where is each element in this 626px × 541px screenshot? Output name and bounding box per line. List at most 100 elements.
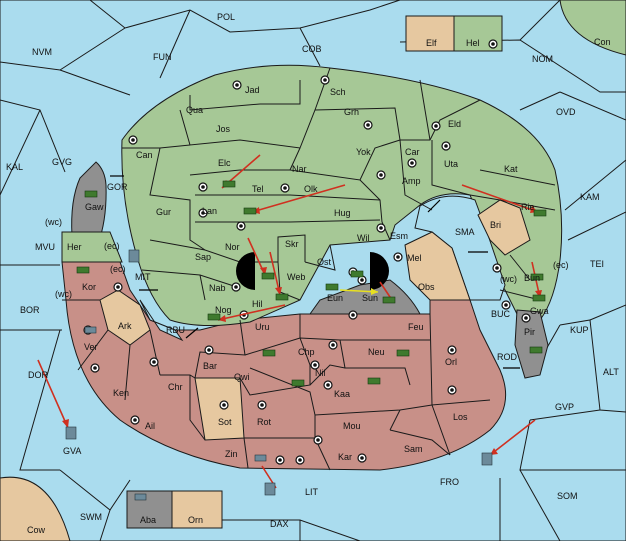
army-unit — [382, 296, 396, 304]
label-som: SOM — [557, 491, 578, 501]
sc-sot — [219, 400, 229, 410]
label-bar: Bar — [203, 361, 217, 371]
label-bun: Bun — [524, 273, 540, 283]
label-eld: Eld — [448, 119, 461, 129]
label-wil: Wil — [357, 233, 370, 243]
army-unit — [275, 293, 289, 301]
sc-amp — [407, 158, 417, 168]
sc-uta — [441, 141, 451, 151]
label-los: Los — [453, 412, 468, 422]
fleet-unit — [128, 249, 140, 263]
label-kaa: Kaa — [334, 389, 350, 399]
label-car: Car — [405, 147, 420, 157]
label-kup: KUP — [570, 325, 589, 335]
label-ken: Ken — [113, 388, 129, 398]
label-sch: Sch — [330, 87, 346, 97]
sc-can — [128, 135, 138, 145]
sc-mel — [393, 252, 403, 262]
label-gaw: Gaw — [85, 202, 104, 212]
channel-rbu — [185, 327, 199, 339]
label-ost: Ost — [317, 257, 332, 267]
label-rie: Rie — [521, 202, 535, 212]
label-ovd: OVD — [556, 107, 576, 117]
label-sam: Sam — [404, 444, 423, 454]
label-buc: BUC — [491, 309, 511, 319]
label-rot: Rot — [257, 417, 272, 427]
sc-feu — [348, 310, 358, 320]
label-tei: TEI — [590, 259, 604, 269]
label-con: Con — [594, 37, 611, 47]
sc-gwa — [501, 300, 511, 310]
label-jad: Jad — [245, 85, 260, 95]
label-cob: COB — [302, 44, 322, 54]
label-nom: NOM — [532, 54, 553, 64]
label-grh: Grh — [344, 107, 359, 117]
label-sun: Sun — [362, 293, 378, 303]
sc-chr — [149, 357, 159, 367]
fleet-unit — [84, 326, 97, 334]
label-obs: Obs — [418, 282, 435, 292]
province-pir[interactable] — [514, 309, 549, 379]
label-zin: Zin — [225, 449, 238, 459]
sc-nor — [236, 221, 246, 231]
label-coast-ec: (ec) — [110, 264, 126, 274]
sc-kaa — [323, 380, 333, 390]
green-region — [121, 64, 563, 327]
label-sap: Sap — [195, 252, 211, 262]
label-elc: Elc — [218, 158, 231, 168]
province-gaw[interactable] — [71, 161, 107, 239]
sc-sch — [320, 75, 330, 85]
map-labels: POL NVM FUN COB NOM Con Elf Hel OVD KAL … — [6, 12, 619, 535]
sc-neu — [328, 340, 338, 350]
army-unit — [533, 209, 547, 217]
label-gva: GVA — [63, 446, 81, 456]
province-elf[interactable] — [405, 15, 455, 52]
province-obs-mel[interactable] — [404, 231, 471, 301]
label-amp: Amp — [402, 176, 421, 186]
label-sot: Sot — [218, 417, 232, 427]
label-cow: Cow — [27, 525, 46, 535]
label-gor: GOR — [107, 182, 128, 192]
label-coast-ec: (ec) — [553, 260, 569, 270]
label-chp: Chp — [298, 347, 315, 357]
army-unit — [396, 349, 410, 357]
army-unit — [350, 270, 364, 278]
label-ark: Ark — [118, 321, 132, 331]
army-unit — [243, 207, 257, 215]
sc-zin — [275, 455, 285, 465]
order-arrow — [269, 251, 282, 296]
label-chr: Chr — [168, 382, 183, 392]
label-qwi: Qwi — [234, 372, 250, 382]
label-yok: Yok — [356, 147, 371, 157]
sc-zin2 — [295, 455, 305, 465]
label-gur: Gur — [156, 207, 171, 217]
sc-grh — [363, 120, 373, 130]
label-orn: Orn — [188, 515, 203, 525]
label-ver: Ver — [84, 342, 98, 352]
green-borders — [122, 67, 556, 301]
label-rod: ROD — [497, 352, 518, 362]
army-unit — [529, 346, 543, 354]
label-ail: Ail — [145, 421, 155, 431]
label-pir: Pir — [524, 327, 535, 337]
province-her[interactable] — [61, 231, 123, 263]
label-mvu: MVU — [35, 242, 55, 252]
label-nab: Nab — [209, 283, 226, 293]
label-kal: KAL — [6, 162, 23, 172]
units — [65, 180, 547, 501]
army-unit — [76, 266, 90, 274]
label-aba: Aba — [140, 515, 156, 525]
label-kar: Kar — [338, 452, 352, 462]
label-jos: Jos — [216, 124, 231, 134]
label-fun: FUN — [153, 52, 172, 62]
label-bor: BOR — [20, 305, 40, 315]
province-orn[interactable] — [171, 490, 223, 529]
label-fro: FRO — [440, 477, 459, 487]
army-unit — [262, 349, 276, 357]
sc-ail — [130, 415, 140, 425]
sc-eld — [431, 121, 441, 131]
fleet-unit — [65, 426, 77, 440]
army-unit — [222, 180, 236, 188]
red-borders — [62, 299, 491, 471]
